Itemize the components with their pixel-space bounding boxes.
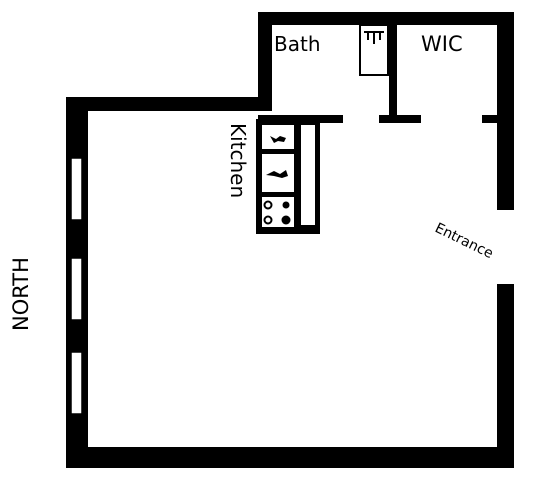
- window-1: [70, 157, 83, 221]
- wic-south-wall-right: [482, 115, 514, 123]
- window-3: [70, 351, 83, 415]
- east-wall-lower: [497, 284, 514, 468]
- kitchen-counter: [256, 119, 320, 234]
- faucet-icon: [270, 136, 286, 143]
- north-label: NORTH: [9, 257, 33, 331]
- burner-icon: [281, 215, 291, 225]
- east-wall-upper: [497, 12, 514, 210]
- window-2: [70, 257, 83, 321]
- entrance-label: Entrance: [432, 220, 495, 262]
- burner-icon: [263, 200, 273, 210]
- shower: [359, 24, 389, 76]
- bath-wic-partition: [389, 12, 397, 122]
- shower-stall: [359, 24, 389, 76]
- bath-label: Bath: [274, 32, 321, 56]
- windows: [70, 157, 83, 415]
- counter-top-unit: [262, 125, 294, 149]
- burner-icon: [282, 201, 290, 209]
- bath-north-wall: [258, 12, 514, 25]
- north-wall-main: [66, 97, 272, 111]
- bath-west-wall: [258, 12, 272, 111]
- kitchen-label: Kitchen: [226, 123, 250, 198]
- burner-icon: [263, 215, 273, 225]
- south-wall: [66, 447, 514, 468]
- bath-south-wall-mid: [379, 115, 421, 123]
- sink-icon: [266, 170, 288, 178]
- wic-label: WIC: [421, 32, 463, 56]
